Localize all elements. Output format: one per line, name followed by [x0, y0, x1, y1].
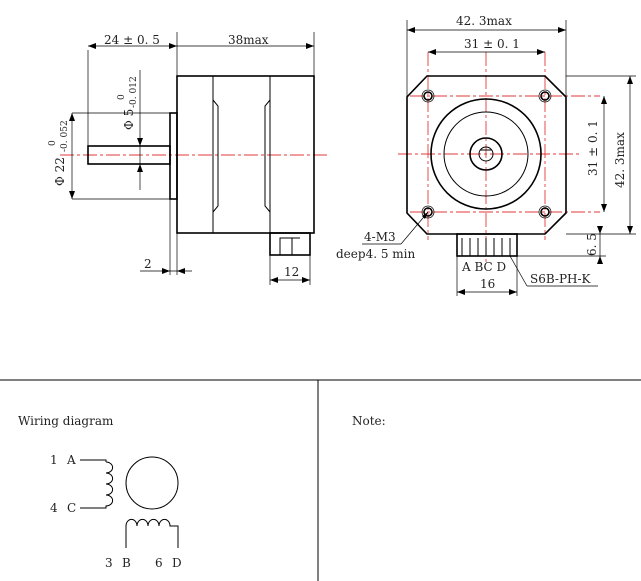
dim-face-height: 42. 3max: [613, 132, 627, 188]
front-view: 42. 3max 31 ± 0. 1 31 ± 0. 1 42. 3max 6.…: [336, 14, 636, 296]
dim-shaft-dia-tol-upper: 0: [117, 94, 127, 100]
bottom-panels: Wiring diagram 1 A 4 C 3 B 6 D Note:: [0, 379, 641, 581]
pin-c-number: 4: [50, 501, 58, 515]
hole-callout-depth: deep4. 5 min: [336, 247, 415, 261]
pilot-boss-inner: [443, 111, 529, 197]
side-connector: [269, 232, 311, 256]
mount-hole-tr: [540, 91, 550, 101]
dim-boss-dia: Φ 22: [53, 157, 67, 186]
connector-part-number: S6B-PH-K: [530, 272, 592, 286]
dim-hole-spacing-v: 31 ± 0. 1: [586, 120, 600, 176]
motor-face: [406, 75, 567, 235]
wiring-diagram: Wiring diagram 1 A 4 C 3 B 6 D: [18, 414, 182, 570]
mount-hole-tl: [423, 91, 433, 101]
pin-a-label: A: [66, 453, 76, 467]
dim-connector-length: 12: [284, 265, 299, 279]
note-title: Note:: [352, 414, 386, 428]
motor-boss: [169, 112, 178, 200]
shaft-circle: [469, 137, 503, 171]
dim-boss-dia-tol-lower: -0. 052: [60, 120, 70, 152]
rotor-symbol: [125, 456, 179, 510]
pin-d-label: D: [172, 556, 182, 570]
dim-face-width: 42. 3max: [456, 14, 512, 28]
side-view: 24 ± 0. 5 38max 2 12 Φ 5 0 -0. 012: [48, 32, 330, 285]
dim-connector-height: 6. 5: [585, 233, 599, 256]
pin-c-label: C: [67, 501, 76, 515]
dim-shaft-length: 24 ± 0. 5: [104, 33, 160, 47]
dim-shaft-dia: Φ 5: [122, 109, 136, 130]
mount-hole-br: [540, 207, 550, 217]
wiring-diagram-title: Wiring diagram: [18, 414, 114, 428]
hole-callout-thread: 4-M3: [364, 230, 396, 244]
pin-a-number: 1: [50, 453, 58, 467]
coil-b-d: [125, 518, 179, 548]
pin-b-number: 3: [105, 556, 113, 570]
dim-connector-width: 16: [480, 277, 495, 291]
pin-b-label: B: [122, 556, 131, 570]
dim-flange: 2: [144, 257, 152, 271]
dim-boss-dia-tol-upper: 0: [48, 140, 58, 146]
front-connector: [456, 233, 518, 257]
coil-a-c: [80, 459, 114, 509]
motor-body: [176, 75, 315, 234]
pin-d-number: 6: [155, 556, 163, 570]
dim-hole-spacing-h: 31 ± 0. 1: [464, 37, 520, 51]
dim-shaft-dia-tol-lower: -0. 012: [129, 76, 139, 108]
connector-pins-label: A BC D: [461, 260, 506, 274]
dim-body-length: 38max: [228, 33, 269, 47]
mount-hole-bl: [423, 207, 433, 217]
pilot-boss-outer: [430, 98, 542, 210]
